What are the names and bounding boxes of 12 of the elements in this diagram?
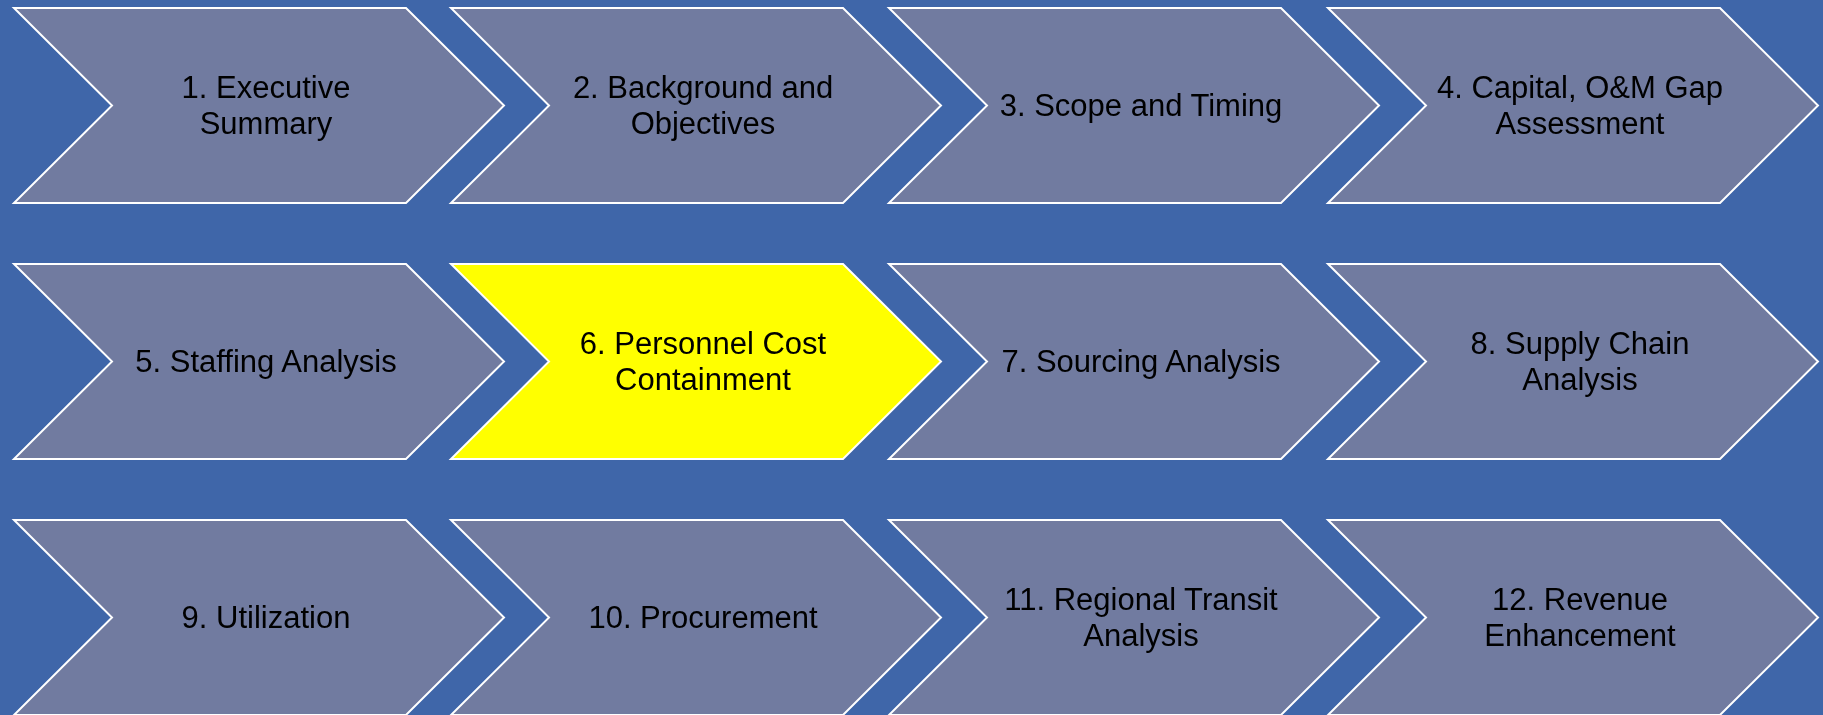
step-label: 11. Regional Transit Analysis — [1003, 581, 1279, 654]
step-label: 3. Scope and Timing — [999, 87, 1283, 124]
step-label: 2. Background and Objectives — [571, 69, 835, 142]
step-label: 5. Staffing Analysis — [135, 343, 397, 380]
step-label: 7. Sourcing Analysis — [1001, 343, 1281, 380]
step-label: 12. Revenue Enhancement — [1483, 581, 1677, 654]
step-label: 9. Utilization — [181, 599, 351, 636]
step-label: 8. Supply Chain Analysis — [1469, 325, 1691, 398]
step-label: 4. Capital, O&M Gap Assessment — [1436, 69, 1724, 142]
step-label: 1. Executive Summary — [180, 69, 352, 142]
step-label: 6. Personnel Cost Containment — [578, 325, 828, 398]
step-label: 10. Procurement — [588, 599, 818, 636]
